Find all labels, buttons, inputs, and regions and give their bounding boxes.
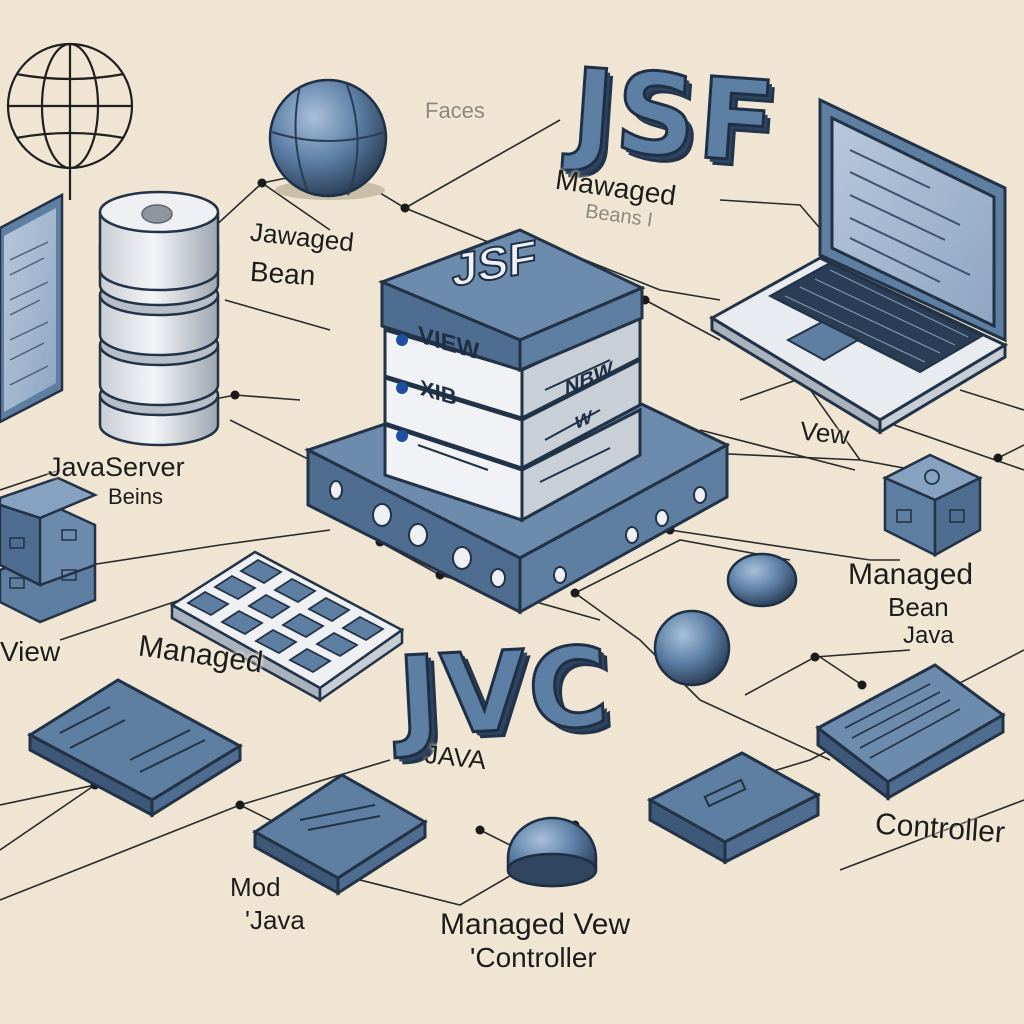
model-module-panel [252,773,428,896]
right-cube-icon [882,453,983,558]
managed-bean-java-1: Managed [848,558,974,591]
bean-label: Bean [249,255,317,292]
laptop-icon [709,97,1009,435]
mod-label: Mod [230,872,281,902]
view-left-label: View [0,636,61,667]
managed-bean-panel [815,663,1006,802]
database-stack-icon [98,190,220,447]
jsf-module-panel [27,678,244,818]
globe-icon [6,42,134,200]
keypad-icon [169,550,405,703]
java-center-label: JAVA [423,738,488,776]
faces-label: Faces [425,98,485,123]
small-spheres [506,552,798,888]
vew-right-label: Vew [798,415,851,451]
controller-module-panel [646,751,822,865]
left-monitor-panel [0,192,64,424]
managed-bean-java-2: Bean [888,592,949,622]
globe-sphere-icon [268,78,388,200]
managed-bean-java-3: Java [903,622,954,649]
managed-vew-label: Managed Vew [440,908,631,941]
jsf-sign-text: JSF [566,44,782,191]
controller-bottom-label: 'Controller [470,942,597,973]
jsf-server-stack [377,228,646,523]
beins-label: Beins [108,484,164,509]
java-label: 'Java [245,905,305,935]
javaserver-label: JavaServer [48,452,185,482]
left-block-stack [0,476,99,624]
